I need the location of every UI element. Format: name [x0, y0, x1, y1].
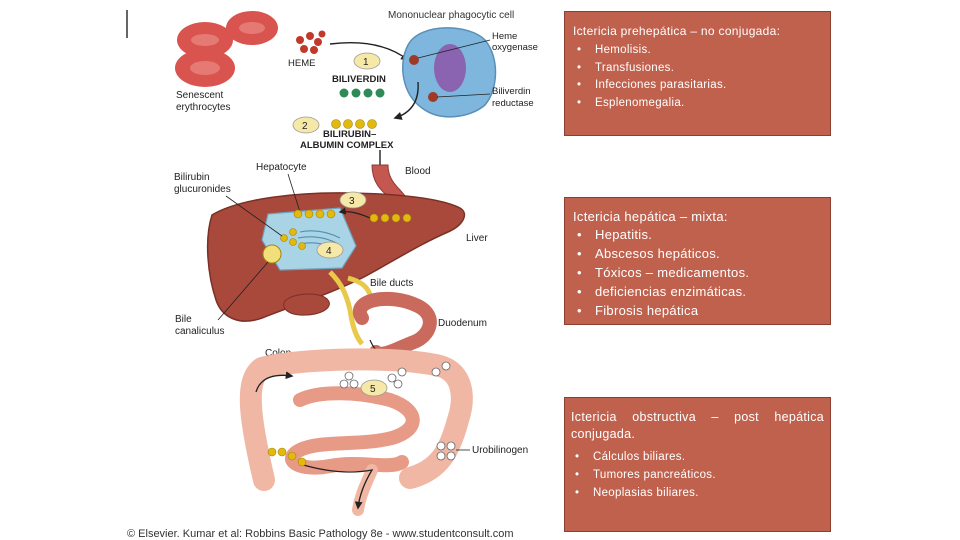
hepatic-item: Hepatitis. [573, 225, 822, 244]
colon [239, 348, 473, 491]
hepatic-title: Ictericia hepática – mixta: [573, 209, 728, 224]
pointer-bile-canaliculus [217, 261, 269, 321]
step-1-badge: 1 [353, 52, 381, 70]
arrow-colon-flow [255, 371, 294, 393]
urobilinogen-dots-colon [339, 361, 451, 389]
obstructive-item: Tumores pancreáticos. [571, 466, 824, 484]
prehepatic-list: Hemolisis. Transfusiones. Infecciones pa… [573, 42, 822, 112]
prehepatic-item: Hemolisis. [573, 42, 822, 60]
bilirubin-chain-colon [267, 447, 307, 467]
step-3-badge: 3 [339, 191, 367, 209]
label-duodenum: Duodenum [438, 318, 487, 329]
biliverdin-reductase-site [428, 92, 438, 102]
label-colon: Colon [265, 348, 291, 359]
arrow-heme-to-cell [329, 42, 410, 62]
rectum [352, 464, 378, 516]
glucuronide-chain [280, 228, 306, 250]
label-bilirubin-glucuronides-1: Bilirubin [174, 172, 210, 183]
arrow-stool [299, 463, 374, 510]
bilirubin-chain-hepatocyte [293, 209, 336, 219]
step-4-badge: 4 [316, 241, 344, 259]
bilirubin-chain-liver [369, 213, 412, 223]
heme-oxygenase-site [409, 55, 419, 65]
senescent-erythrocytes [175, 11, 278, 87]
bilirubin-metabolism-diagram: Senescent erythrocytes HEME Mononuclear … [126, 10, 538, 516]
label-hepatocyte: Hepatocyte [256, 162, 307, 173]
small-intestine [285, 386, 420, 475]
arrow-cell-to-complex [393, 81, 419, 120]
label-canaliculus: canaliculus [175, 326, 224, 337]
bilirubin-chain-blood [331, 119, 377, 129]
arrow-blood-to-hepatocyte [338, 207, 371, 219]
obstructive-list: Cálculos biliares. Tumores pancreáticos.… [571, 448, 824, 502]
hepatic-item: Tóxicos – medicamentos. [573, 263, 822, 282]
label-biliverdin: BILIVERDIN [332, 74, 386, 85]
svg-text:4: 4 [326, 246, 332, 257]
prehepatic-item: Transfusiones. [573, 60, 822, 78]
obstructive-jaundice-panel: Ictericia obstructiva – post hepática co… [564, 397, 831, 532]
pointer-heme-oxygenase [417, 39, 491, 59]
label-bilirubin-albumin-2: ALBUMIN COMPLEX [300, 140, 394, 151]
label-erythrocytes: erythrocytes [176, 102, 230, 113]
biliverdin-chain [339, 88, 385, 98]
hepatic-item: Fibrosis hepática [573, 301, 822, 320]
duodenum [352, 291, 437, 361]
label-blood: Blood [405, 166, 431, 177]
label-liver: Liver [466, 233, 488, 244]
gallbladder [283, 293, 330, 316]
hepatic-list: Hepatitis. Abscesos hepáticos. Tóxicos –… [573, 225, 822, 320]
svg-text:3: 3 [349, 196, 355, 207]
label-bilirubin-albumin-1: BILIRUBIN– [323, 129, 376, 140]
label-bilirubin-glucuronides-2: glucuronides [174, 184, 231, 195]
hepatic-jaundice-panel: Ictericia hepática – mixta: Hepatitis. A… [564, 197, 831, 325]
svg-text:2: 2 [302, 121, 308, 132]
prehepatic-title: Ictericia prehepática – no conjugada: [573, 24, 781, 38]
prehepatic-jaundice-panel: Ictericia prehepática – no conjugada: He… [564, 11, 831, 136]
source-credit: © Elsevier. Kumar et al: Robbins Basic P… [127, 528, 514, 540]
svg-text:1: 1 [363, 57, 369, 68]
hepatic-item: Abscesos hepáticos. [573, 244, 822, 263]
label-bile: Bile [175, 314, 192, 325]
obstructive-item: Neoplasias biliares. [571, 484, 824, 502]
heme-cluster [296, 30, 326, 54]
label-biliverdin-reductase-1: Biliverdin [492, 86, 531, 97]
pointer-biliverdin-reductase [436, 93, 491, 98]
obstructive-title: Ictericia obstructiva – post hepática co… [571, 410, 824, 441]
label-heme-oxygenase-1: Heme [492, 31, 517, 42]
cell-nucleus [434, 44, 466, 92]
label-heme-oxygenase-2: oxygenase [492, 42, 538, 53]
prehepatic-item: Esplenomegalia. [573, 95, 822, 113]
label-mononuclear-cell: Mononuclear phagocytic cell [388, 10, 514, 21]
label-biliverdin-reductase-2: reductase [492, 98, 534, 109]
bile-canaliculus [262, 244, 282, 264]
prehepatic-item: Infecciones parasitarias. [573, 77, 822, 95]
label-urobilinogen: Urobilinogen [472, 445, 528, 456]
hepatic-item: deficiencias enzimáticas. [573, 282, 822, 301]
label-senescent: Senescent [176, 90, 223, 101]
pointer-hepatocyte [287, 173, 301, 213]
step-2-badge: 2 [292, 116, 320, 134]
urobilinogen-dots-blood [436, 441, 456, 461]
label-heme: HEME [288, 58, 315, 69]
svg-text:5: 5 [370, 384, 376, 395]
step-5-badge: 5 [360, 379, 388, 397]
obstructive-item: Cálculos biliares. [571, 448, 824, 466]
pointer-glucuronides [225, 195, 283, 237]
label-bile-ducts: Bile ducts [370, 278, 413, 289]
